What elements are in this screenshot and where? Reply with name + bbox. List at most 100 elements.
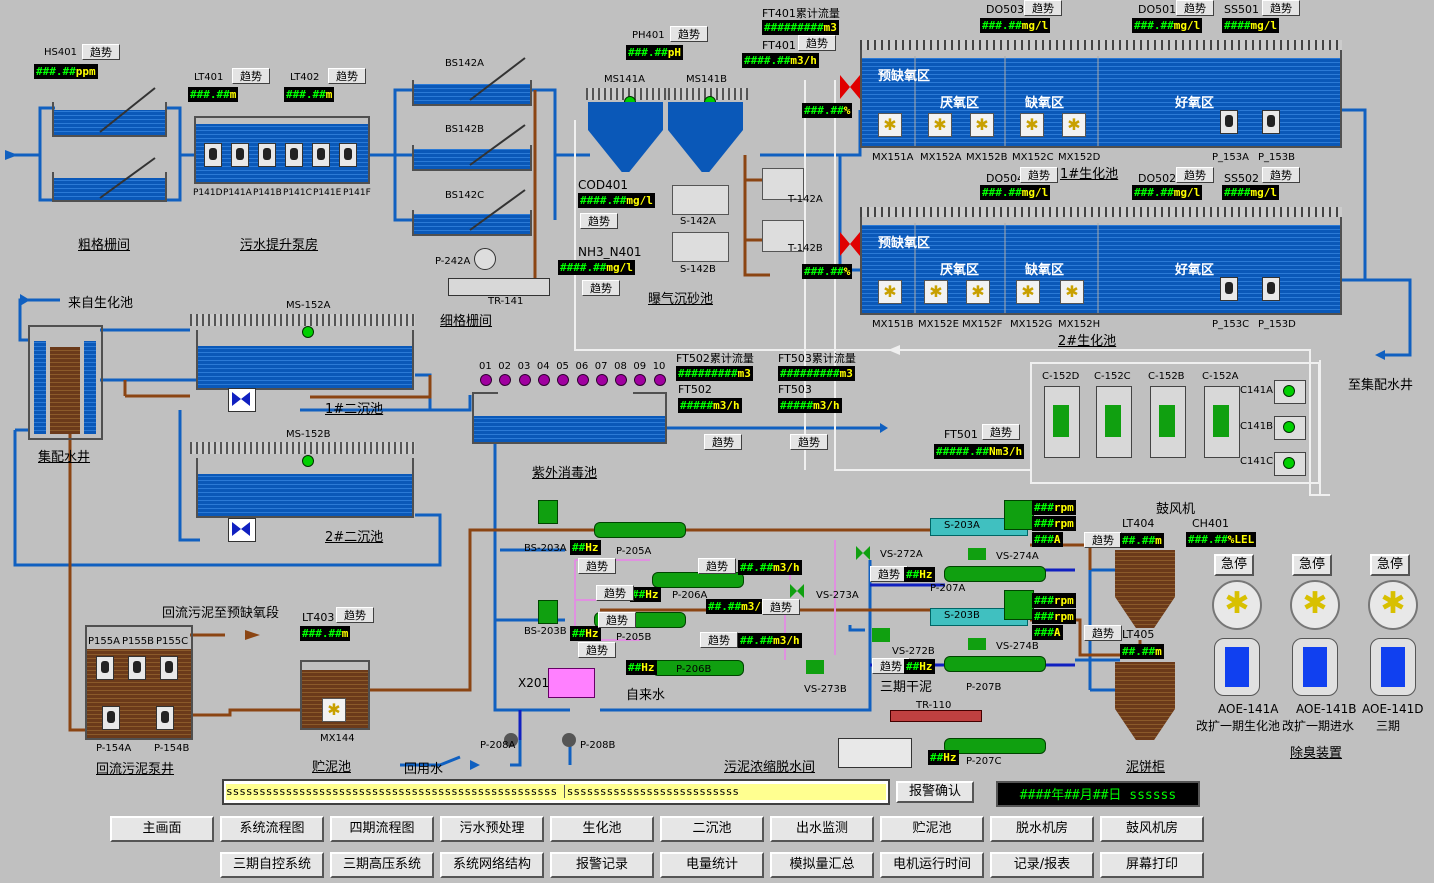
x201-tank[interactable]	[548, 668, 595, 698]
pump-P206A-icon[interactable]	[652, 572, 744, 588]
ft401-trend-button[interactable]: 趋势	[798, 35, 836, 51]
nav-button[interactable]: 电量统计	[660, 852, 764, 878]
nav-button[interactable]: 三期自控系统	[220, 852, 324, 878]
pump-P155B-icon[interactable]	[128, 656, 146, 680]
mixer-MX152C-icon[interactable]: ✱	[1020, 113, 1044, 137]
ft503-trend-button[interactable]: 趋势	[790, 434, 828, 450]
p242a-pump-icon[interactable]	[474, 248, 496, 270]
pump-P207A-icon[interactable]	[944, 566, 1046, 582]
aoe141b-fan-icon[interactable]: ✱	[1290, 580, 1340, 630]
blower-C152D-icon[interactable]	[1044, 386, 1080, 458]
ms152a-status[interactable]	[302, 326, 314, 338]
pump-P153A-icon[interactable]	[1220, 110, 1238, 134]
s203a-motor-icon[interactable]	[1004, 500, 1034, 530]
estop-aoe141d-button[interactable]: 急停	[1370, 554, 1410, 576]
mixer-MX152A-icon[interactable]: ✱	[928, 113, 952, 137]
mixer-MX152H-icon[interactable]: ✱	[1060, 280, 1084, 304]
do504-trend-button[interactable]: 趋势	[1020, 167, 1058, 183]
nav-button[interactable]: 鼓风机房	[1100, 816, 1204, 842]
pump-P154A-icon[interactable]	[102, 706, 120, 730]
pump-P141E-icon[interactable]	[312, 143, 330, 167]
aoe141b-unit-icon[interactable]	[1292, 638, 1338, 696]
p206a-trend-button[interactable]: 趋势	[596, 585, 634, 601]
pump-P207B-icon[interactable]	[944, 656, 1046, 672]
mixer-MX144-icon[interactable]: ✱	[322, 698, 346, 722]
s203b-motor-icon[interactable]	[1004, 590, 1034, 620]
alarm-ack-button[interactable]: 报警确认	[896, 781, 974, 803]
pump-P141D-icon[interactable]	[204, 143, 222, 167]
estop-aoe141b-button[interactable]: 急停	[1292, 554, 1332, 576]
pump-P141B-icon[interactable]	[258, 143, 276, 167]
hs401-trend-button[interactable]: 趋势	[82, 44, 120, 60]
do502-trend-button[interactable]: 趋势	[1176, 167, 1214, 183]
mixer-MX152F-icon[interactable]: ✱	[966, 280, 990, 304]
uv-lamp-icon[interactable]	[480, 374, 492, 386]
p205b-flow-trend-button[interactable]: 趋势	[762, 599, 800, 615]
ft502-trend-button[interactable]: 趋势	[704, 434, 742, 450]
uv-lamp-icon[interactable]	[615, 374, 628, 386]
pump-P153C-icon[interactable]	[1220, 277, 1238, 301]
vs274a-valve-icon[interactable]	[968, 548, 986, 560]
nav-button[interactable]: 出水监测	[770, 816, 874, 842]
alarm-bar[interactable]: ssssssssssssssssssssssssssssssssssssssss…	[222, 779, 890, 805]
aoe141a-fan-icon[interactable]: ✱	[1212, 580, 1262, 630]
cod401-trend-button[interactable]: 趋势	[580, 213, 618, 229]
p205b-trend-button[interactable]: 趋势	[578, 642, 616, 658]
nav-button[interactable]: 记录/报表	[990, 852, 1094, 878]
tr110-conveyor[interactable]	[890, 710, 982, 722]
lt401-trend-button[interactable]: 趋势	[232, 68, 270, 84]
nav-button[interactable]: 脱水机房	[990, 816, 1094, 842]
s203b-trend-button[interactable]: 趋势	[1084, 625, 1122, 641]
pump-P208B-icon[interactable]	[562, 733, 576, 747]
blower-C141C-icon[interactable]	[1274, 452, 1306, 476]
nav-button[interactable]: 贮泥池	[880, 816, 984, 842]
nh3n401-trend-button[interactable]: 趋势	[582, 280, 620, 296]
vs273b-valve-icon[interactable]	[806, 660, 824, 674]
nav-button[interactable]: 四期流程图	[330, 816, 434, 842]
s142a-separator[interactable]	[672, 185, 729, 215]
valve-1-icon[interactable]	[840, 75, 860, 99]
lt402-trend-button[interactable]: 趋势	[328, 68, 366, 84]
p206a-flow-trend-button[interactable]: 趋势	[698, 558, 736, 574]
clarifier-1-valve-icon[interactable]	[228, 388, 256, 412]
aoe141d-unit-icon[interactable]	[1370, 638, 1416, 696]
uv-lamp-icon[interactable]	[499, 374, 512, 386]
pump-P153D-icon[interactable]	[1262, 277, 1280, 301]
s203a-trend-button[interactable]: 趋势	[1084, 532, 1122, 548]
nav-button[interactable]: 系统网络结构	[440, 852, 544, 878]
lt403-trend-button[interactable]: 趋势	[336, 607, 374, 623]
mixer-MX152D-icon[interactable]: ✱	[1062, 113, 1086, 137]
uv-lamp-icon[interactable]	[595, 374, 608, 386]
nav-button[interactable]: 屏幕打印	[1100, 852, 1204, 878]
aoe141d-fan-icon[interactable]: ✱	[1368, 580, 1418, 630]
tr141-conveyor[interactable]	[448, 278, 550, 296]
nav-button[interactable]: 模拟量汇总	[770, 852, 874, 878]
estop-aoe141a-button[interactable]: 急停	[1214, 554, 1254, 576]
aoe141a-unit-icon[interactable]	[1214, 638, 1260, 696]
p206b-flow-trend-button[interactable]: 趋势	[700, 632, 738, 648]
uv-lamp-icon[interactable]	[576, 374, 589, 386]
pump-P205A-icon[interactable]	[594, 522, 686, 538]
t142a-classifier[interactable]	[762, 168, 804, 200]
uv-lamp-icon[interactable]	[634, 374, 647, 386]
uv-lamp-icon[interactable]	[557, 374, 570, 386]
mixer-MX152G-icon[interactable]: ✱	[1016, 280, 1040, 304]
pump-P141A-icon[interactable]	[231, 143, 249, 167]
vs274b-valve-icon[interactable]	[968, 638, 986, 650]
ss502-trend-button[interactable]: 趋势	[1262, 167, 1300, 183]
valve-2-icon[interactable]	[840, 232, 860, 256]
do501-trend-button[interactable]: 趋势	[1176, 0, 1214, 16]
pump-P208A-icon[interactable]	[504, 733, 518, 747]
blower-C152A-icon[interactable]	[1204, 386, 1240, 458]
blower-C152C-icon[interactable]	[1096, 386, 1132, 458]
pump-P154B-icon[interactable]	[156, 706, 174, 730]
pump-P155A-icon[interactable]	[96, 656, 114, 680]
mixer-MX151A-icon[interactable]: ✱	[878, 113, 902, 137]
blower-C141B-icon[interactable]	[1274, 416, 1306, 440]
ms152b-status[interactable]	[302, 455, 314, 467]
pump-P141F-icon[interactable]	[339, 143, 357, 167]
nav-button[interactable]: 二沉池	[660, 816, 764, 842]
vs272a-trend-button[interactable]: 趋势	[870, 566, 908, 582]
pump-P153B-icon[interactable]	[1262, 110, 1280, 134]
p205a-trend-button[interactable]: 趋势	[578, 558, 616, 574]
